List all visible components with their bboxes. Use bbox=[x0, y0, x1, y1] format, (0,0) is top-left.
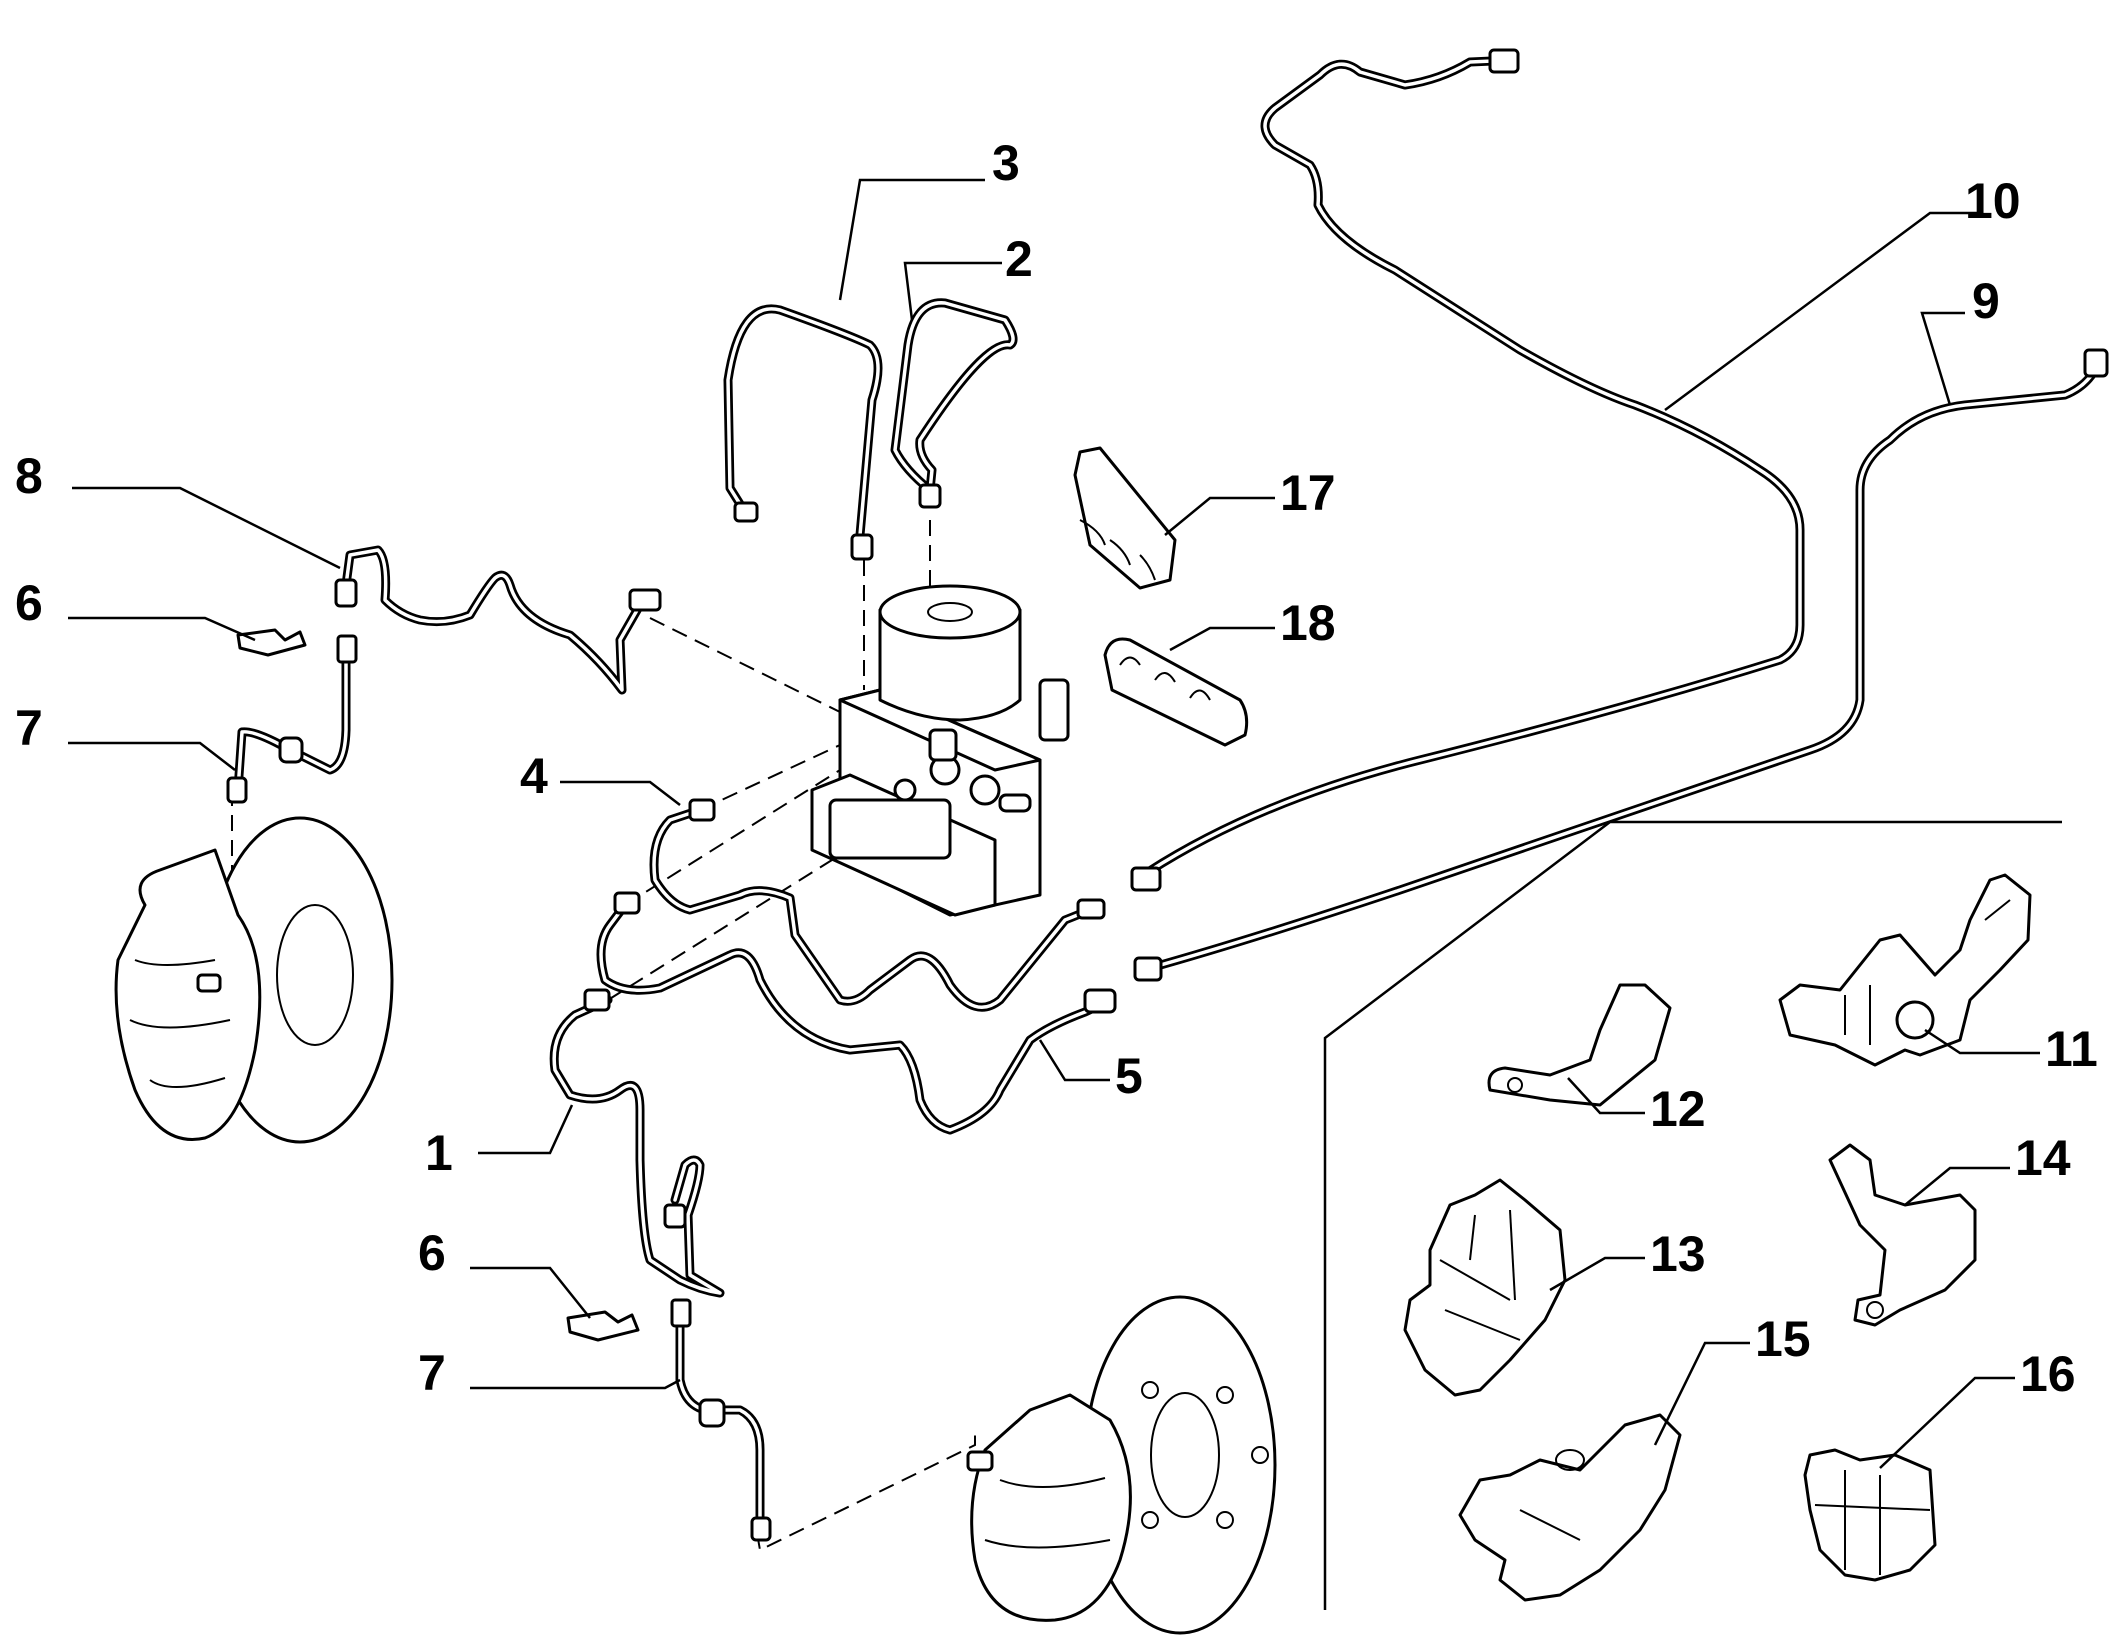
callout-13: 13 bbox=[1650, 1226, 1706, 1282]
leader-14 bbox=[1904, 1166, 2010, 1206]
callout-10: 10 bbox=[1965, 173, 2021, 229]
clip-6-lower bbox=[566, 1310, 640, 1342]
leader-12 bbox=[1567, 1077, 1645, 1115]
front-left-brake-disc bbox=[114, 816, 394, 1144]
leader-10 bbox=[1664, 211, 1980, 412]
leader-18 bbox=[1169, 626, 1275, 652]
brake-pipe-8 bbox=[334, 545, 662, 695]
callout-2: 2 bbox=[1005, 231, 1033, 287]
brake-pipe-10 bbox=[1130, 48, 1805, 892]
callout-14: 14 bbox=[2015, 1130, 2071, 1186]
leader-13 bbox=[1549, 1256, 1645, 1292]
brake-pipe-4 bbox=[649, 798, 1106, 1012]
abs-hydraulic-unit bbox=[810, 584, 1070, 917]
leader-16 bbox=[1879, 1376, 2015, 1469]
leader-7a bbox=[68, 741, 236, 771]
leader-3 bbox=[838, 178, 985, 301]
brake-pipe-2 bbox=[890, 298, 1018, 509]
brake-pipe-9 bbox=[1133, 348, 2109, 982]
callout-labels: 1 2 3 4 5 6 6 7 7 8 9 10 11 12 13 14 15 … bbox=[15, 135, 2098, 1402]
callout-16: 16 bbox=[2020, 1346, 2076, 1402]
callout-8: 8 bbox=[15, 448, 43, 504]
flexible-hose-left bbox=[226, 634, 358, 804]
clip-16 bbox=[1803, 1448, 1937, 1582]
leader-lines bbox=[68, 178, 2040, 1469]
leader-17 bbox=[1164, 496, 1275, 536]
leader-6b bbox=[470, 1266, 591, 1319]
callout-6b: 6 bbox=[418, 1225, 446, 1281]
callout-4: 4 bbox=[520, 748, 548, 804]
callout-15: 15 bbox=[1755, 1311, 1811, 1367]
bracket-11 bbox=[1778, 873, 2032, 1067]
clip-15 bbox=[1458, 1413, 1682, 1602]
clip-13 bbox=[1403, 1178, 1567, 1397]
brake-pipe-5 bbox=[596, 891, 1117, 1135]
callout-11: 11 bbox=[2045, 1021, 2098, 1077]
clip-6-upper bbox=[236, 628, 307, 657]
leader-7b bbox=[470, 1378, 681, 1390]
leader-9 bbox=[1920, 311, 1965, 406]
callout-1: 1 bbox=[425, 1125, 453, 1181]
front-right-brake-disc bbox=[966, 1295, 1277, 1635]
leader-15 bbox=[1653, 1341, 1750, 1446]
callout-17: 17 bbox=[1280, 465, 1336, 521]
leader-11 bbox=[1924, 1028, 2040, 1055]
callout-18: 18 bbox=[1280, 595, 1336, 651]
bracket-17 bbox=[1073, 446, 1177, 590]
bracket-14 bbox=[1828, 1143, 1977, 1327]
callout-7b: 7 bbox=[418, 1345, 446, 1401]
leader-1 bbox=[478, 1104, 574, 1155]
brake-pipe-1 bbox=[549, 988, 725, 1298]
leader-8 bbox=[72, 486, 341, 570]
leader-4 bbox=[560, 780, 681, 806]
leader-5 bbox=[1038, 1039, 1110, 1082]
clip-18 bbox=[1103, 637, 1249, 747]
callout-6a: 6 bbox=[15, 575, 43, 631]
callout-5: 5 bbox=[1115, 1048, 1143, 1104]
brake-pipe-3 bbox=[723, 304, 883, 561]
callout-7a: 7 bbox=[15, 700, 43, 756]
leader-2 bbox=[903, 261, 1002, 321]
callout-3: 3 bbox=[992, 135, 1020, 191]
clips-panel-divider bbox=[1323, 820, 2062, 1610]
callout-9: 9 bbox=[1972, 273, 2000, 329]
clip-12 bbox=[1487, 983, 1672, 1107]
callout-12: 12 bbox=[1650, 1081, 1706, 1137]
leader-6a bbox=[68, 616, 256, 642]
flexible-hose-right bbox=[670, 1298, 772, 1542]
